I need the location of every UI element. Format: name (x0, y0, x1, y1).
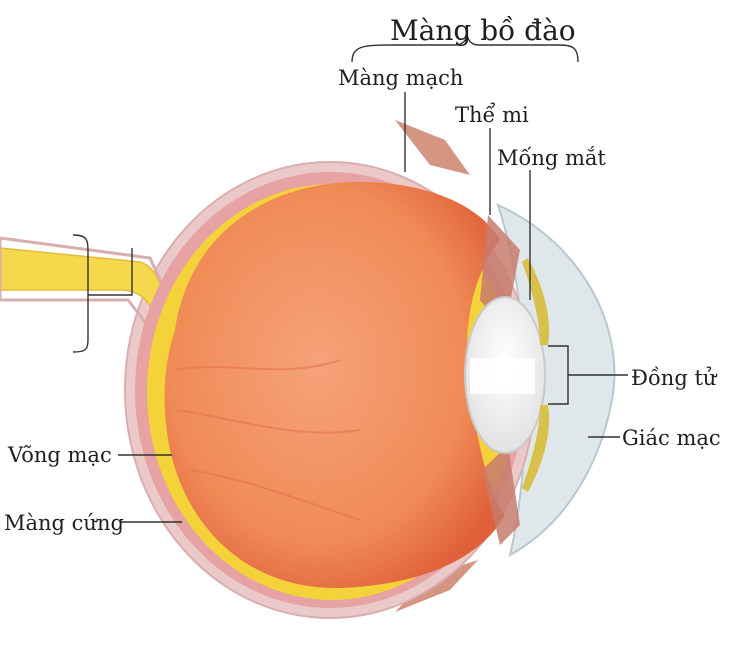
vitreous-body (164, 181, 506, 589)
nerve-bracket-tick (88, 248, 133, 296)
iris-lower (522, 405, 550, 492)
label-ciliary-body: Thể mi (455, 103, 529, 127)
retinal-vessels (174, 359, 361, 521)
label-retina: Võng mạc (7, 443, 112, 467)
title-label: Màng bồ đào (390, 14, 576, 47)
lens-highlight (470, 358, 535, 394)
nerve-bracket (72, 234, 89, 353)
upper-muscle (395, 120, 470, 175)
iris (522, 258, 550, 345)
label-choroid: Màng mạch (338, 66, 463, 90)
label-sclera: Màng cứng (4, 511, 124, 535)
ciliary-body-lower (482, 445, 520, 545)
title-brace (351, 31, 579, 63)
label-pupil: Đồng tử (631, 366, 718, 390)
label-iris: Mống mắt (497, 146, 606, 170)
label-cornea: Giác mạc (622, 426, 721, 450)
